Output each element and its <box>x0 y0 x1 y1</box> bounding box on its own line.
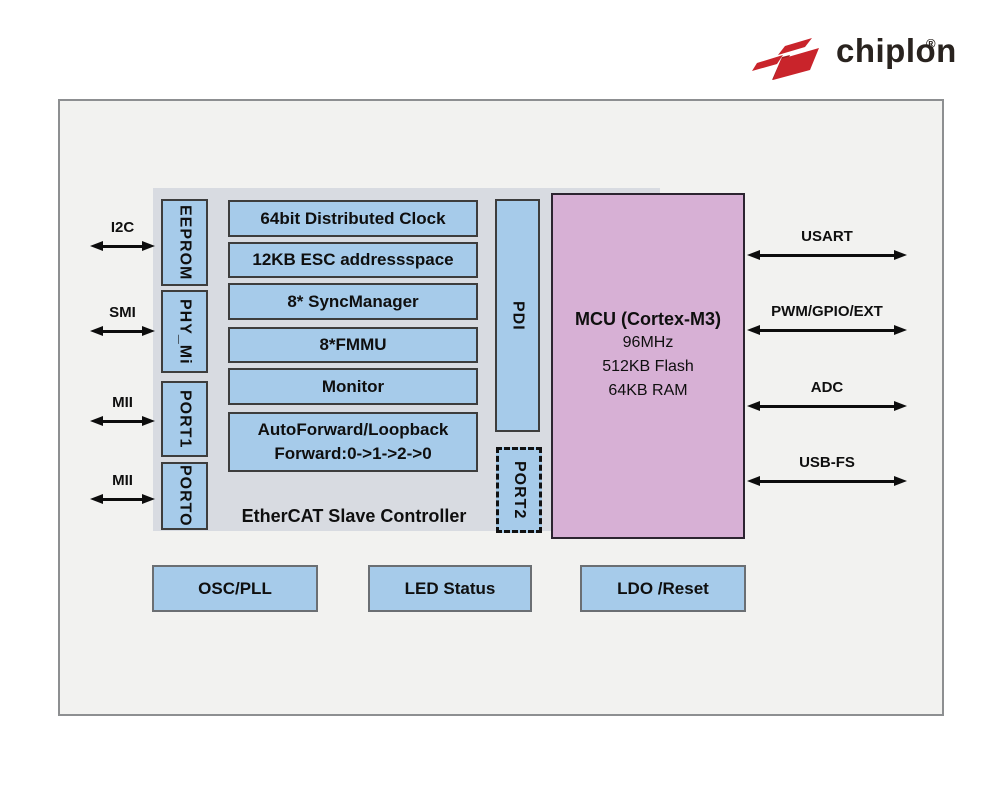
arrow-shaft <box>100 244 145 248</box>
block-autoforward: AutoForward/Loopback Forward:0->1->2->0 <box>228 412 478 472</box>
block-phy-mi-label: PHY_Mi <box>176 298 194 365</box>
block-syncmanager: 8* SyncManager <box>228 283 478 320</box>
block-eeprom-label: EEPROM <box>176 204 194 281</box>
arrow-usart <box>747 250 907 260</box>
block-autoforward-line1: AutoForward/Loopback <box>257 420 449 439</box>
arrow-right-head <box>142 241 155 251</box>
block-port0: PORTO <box>161 462 208 530</box>
block-autoforward-line2: Forward:0->1->2->0 <box>274 444 432 463</box>
block-port2: PORT2 <box>496 447 542 533</box>
block-port2-label: PORT2 <box>511 460 528 520</box>
arrow-right-head <box>894 250 907 260</box>
arrow-right-head <box>142 494 155 504</box>
block-port1: PORT1 <box>161 381 208 457</box>
block-esc-addressspace: 12KB ESC addressspace <box>228 242 478 278</box>
arrow-shaft <box>757 253 897 257</box>
block-led-status-label: LED Status <box>404 578 496 598</box>
block-ldo-reset-label: LDO /Reset <box>617 578 709 598</box>
arrow-mii-1 <box>90 416 155 426</box>
block-distributed-clock-label: 64bit Distributed Clock <box>260 208 446 228</box>
arrow-left-head <box>90 494 103 504</box>
mcu-spec-frequency: 96MHz <box>622 334 674 351</box>
block-fmmu-label: 8*FMMU <box>319 335 387 354</box>
block-pdi-label: PDI <box>509 300 527 331</box>
block-osc-pll: OSC/PLL <box>152 565 318 612</box>
block-port0-label: PORTO <box>176 465 194 527</box>
label-usart: USART <box>801 228 853 245</box>
arrow-usb-fs <box>747 476 907 486</box>
label-mii-1: MII <box>112 394 133 411</box>
arrow-pwm-gpio-ext <box>747 325 907 335</box>
registered-trademark-symbol: ® <box>926 36 936 51</box>
arrow-left-head <box>747 250 760 260</box>
arrow-right-head <box>894 476 907 486</box>
label-pwm-gpio-ext: PWM/GPIO/EXT <box>771 303 883 320</box>
arrow-right-head <box>894 325 907 335</box>
label-mii-2: MII <box>112 472 133 489</box>
arrow-left-head <box>747 476 760 486</box>
arrow-right-head <box>894 401 907 411</box>
arrow-left-head <box>90 416 103 426</box>
block-osc-pll-label: OSC/PLL <box>198 578 272 598</box>
arrow-left-head <box>747 401 760 411</box>
arrow-shaft <box>757 404 897 408</box>
label-usb-fs: USB-FS <box>799 454 855 471</box>
block-monitor: Monitor <box>228 368 478 405</box>
brand-logo: chiplon ® <box>752 30 956 86</box>
arrow-right-head <box>142 416 155 426</box>
mcu-title: MCU (Cortex-M3) <box>575 309 721 329</box>
mcu-spec-flash: 512KB Flash <box>602 358 694 375</box>
label-adc: ADC <box>810 379 844 396</box>
brand-name: chiplon <box>836 32 957 69</box>
block-esc-addressspace-label: 12KB ESC addressspace <box>252 250 454 269</box>
arrow-left-head <box>90 241 103 251</box>
arrow-i2c <box>90 241 155 251</box>
block-monitor-label: Monitor <box>321 376 385 396</box>
arrow-shaft <box>757 328 897 332</box>
mcu-spec-ram: 64KB RAM <box>608 382 688 399</box>
block-port1-label: PORT1 <box>176 389 194 449</box>
block-distributed-clock: 64bit Distributed Clock <box>228 200 478 237</box>
block-pdi: PDI <box>495 199 540 432</box>
block-mcu: MCU (Cortex-M3) 96MHz 512KB Flash 64KB R… <box>551 193 745 539</box>
arrow-left-head <box>90 326 103 336</box>
arrow-shaft <box>757 479 897 483</box>
block-phy-mi: PHY_Mi <box>161 290 208 373</box>
esc-title: EtherCAT Slave Controller <box>241 506 467 526</box>
arrow-shaft <box>100 497 145 501</box>
label-smi: SMI <box>109 304 136 321</box>
arrow-smi <box>90 326 155 336</box>
block-ldo-reset: LDO /Reset <box>580 565 746 612</box>
block-led-status: LED Status <box>368 565 532 612</box>
arrow-shaft <box>100 419 145 423</box>
block-eeprom: EEPROM <box>161 199 208 286</box>
arrow-shaft <box>100 329 145 333</box>
arrow-right-head <box>142 326 155 336</box>
arrow-adc <box>747 401 907 411</box>
arrow-mii-2 <box>90 494 155 504</box>
arrow-left-head <box>747 325 760 335</box>
block-syncmanager-label: 8* SyncManager <box>287 291 419 311</box>
label-i2c: I2C <box>110 219 135 236</box>
chiplon-logo-icon <box>752 38 819 80</box>
block-fmmu: 8*FMMU <box>228 327 478 363</box>
